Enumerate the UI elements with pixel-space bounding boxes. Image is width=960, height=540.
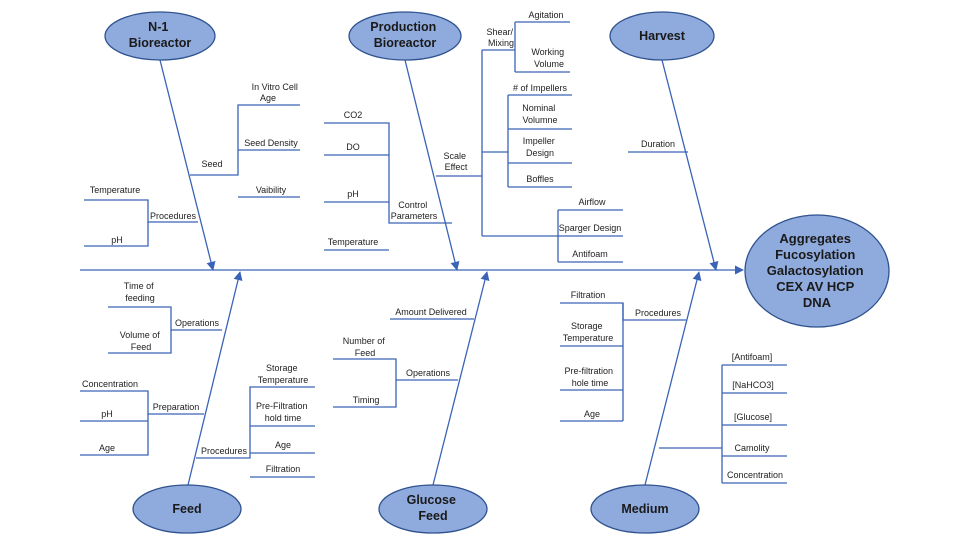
feed-pre-filtration-label: Pre-Filtration hold time xyxy=(256,401,310,423)
n1-viability-label: Vaibility xyxy=(256,185,287,195)
harvest-duration-label: Duration xyxy=(641,139,675,149)
n1-procedures-label: Procedures xyxy=(150,211,197,221)
production-control-parameters-label: Control Parameters xyxy=(391,200,438,221)
feed-concentration-label: Concentration xyxy=(82,379,138,389)
feed-filtration-label: Filtration xyxy=(266,464,301,474)
medium-camolity-label: Camolity xyxy=(734,443,770,453)
feed-preparation-label: Preparation xyxy=(153,402,200,412)
svg-text:Glucose Feed: Glucose Feed xyxy=(407,493,460,523)
production-working-volume-label: Working Volume xyxy=(531,47,566,69)
bone-glucose xyxy=(432,271,490,486)
n1-branches xyxy=(84,104,300,247)
production-agitation-label: Agitation xyxy=(528,10,563,20)
feed-branches xyxy=(80,306,315,478)
medium-branches xyxy=(560,302,787,484)
bone-feed xyxy=(187,271,243,486)
n1-seed-label: Seed xyxy=(201,159,222,169)
medium-pre-filtration-label: Pre-filtration hole time xyxy=(564,366,615,388)
svg-text:N-1 Bioreactor: N-1 Bioreactor xyxy=(129,20,192,50)
medium-antifoam-label: [Antifoam] xyxy=(732,352,773,362)
n1-seed-density-label: Seed Density xyxy=(244,138,298,148)
production-shear-mixing-label: Shear/ Mixing xyxy=(486,27,515,48)
glucose-branches xyxy=(333,318,474,408)
glucose-operations-label: Operations xyxy=(406,368,451,378)
production-antifoam-label: Antifoam xyxy=(572,249,608,259)
production-co2-label: CO2 xyxy=(344,110,363,120)
feed-age-label: Age xyxy=(99,443,115,453)
category-harvest: Harvest xyxy=(609,11,715,61)
svg-text:Aggregates Fucosylation: Aggregates Fucosylation Galactosylation … xyxy=(767,231,867,310)
production-ph-label: pH xyxy=(347,189,359,199)
production-airflow-label: Airflow xyxy=(578,197,606,207)
category-n1: N-1 Bioreactor xyxy=(104,11,216,61)
production-do-label: DO xyxy=(346,142,360,152)
svg-text:Medium: Medium xyxy=(621,502,668,516)
glucose-timing-label: Timing xyxy=(353,395,380,405)
feed-procedures-label: Procedures xyxy=(201,446,248,456)
production-boffles-label: Boffles xyxy=(526,174,554,184)
svg-text:Feed: Feed xyxy=(172,502,201,516)
feed-operations-label: Operations xyxy=(175,318,220,328)
svg-text:Harvest: Harvest xyxy=(639,29,686,43)
svg-text:Production Bioreactor: Production Bioreactor xyxy=(370,20,439,50)
production-scale-effect-label: Scale Effect xyxy=(443,151,468,172)
feed-proc-age-label: Age xyxy=(275,440,291,450)
production-impellers-label: # of Impellers xyxy=(513,83,568,93)
n1-temperature-label: Temperature xyxy=(90,185,141,195)
feed-ph-label: pH xyxy=(101,409,113,419)
medium-glucose-label: [Glucose] xyxy=(734,412,772,422)
feed-volume-of-feed-label: Volume of Feed xyxy=(120,330,163,352)
medium-age-label: Age xyxy=(584,409,600,419)
bone-medium xyxy=(644,271,702,486)
effect-node: Aggregates Fucosylation Galactosylation … xyxy=(744,214,890,328)
bone-harvest xyxy=(661,59,719,271)
production-branches xyxy=(324,21,623,263)
n1-ph-label: pH xyxy=(111,235,123,245)
category-feed: Feed xyxy=(132,484,242,534)
medium-storage-temperature-label: Storage Temperature xyxy=(563,321,614,343)
production-nominal-volume-label: Nominal Volumne xyxy=(522,103,558,125)
category-glucose-feed: Glucose Feed xyxy=(378,484,488,534)
bone-production xyxy=(404,59,460,271)
n1-in-vitro-label: In Vitro Cell Age xyxy=(252,82,301,103)
bone-n1 xyxy=(159,59,216,271)
category-medium: Medium xyxy=(590,484,700,534)
feed-time-of-feeding-label: Time of feeding xyxy=(124,281,156,303)
production-sparger-design-label: Sparger Design xyxy=(559,223,622,233)
category-production-bioreactor: Production Bioreactor xyxy=(348,11,462,61)
glucose-number-of-feed-label: Number of Feed xyxy=(343,336,388,358)
medium-nahco3-label: [NaHCO3] xyxy=(732,380,774,390)
medium-procedures-label: Procedures xyxy=(635,308,682,318)
glucose-amount-delivered-label: Amount Delivered xyxy=(395,307,467,317)
production-impeller-design-label: Impeller Design xyxy=(523,136,558,158)
production-temperature-label: Temperature xyxy=(328,237,379,247)
medium-filtration-label: Filtration xyxy=(571,290,606,300)
feed-storage-temperature-label: Storage Temperature xyxy=(258,363,309,385)
medium-concentration-label: Concentration xyxy=(727,470,783,480)
